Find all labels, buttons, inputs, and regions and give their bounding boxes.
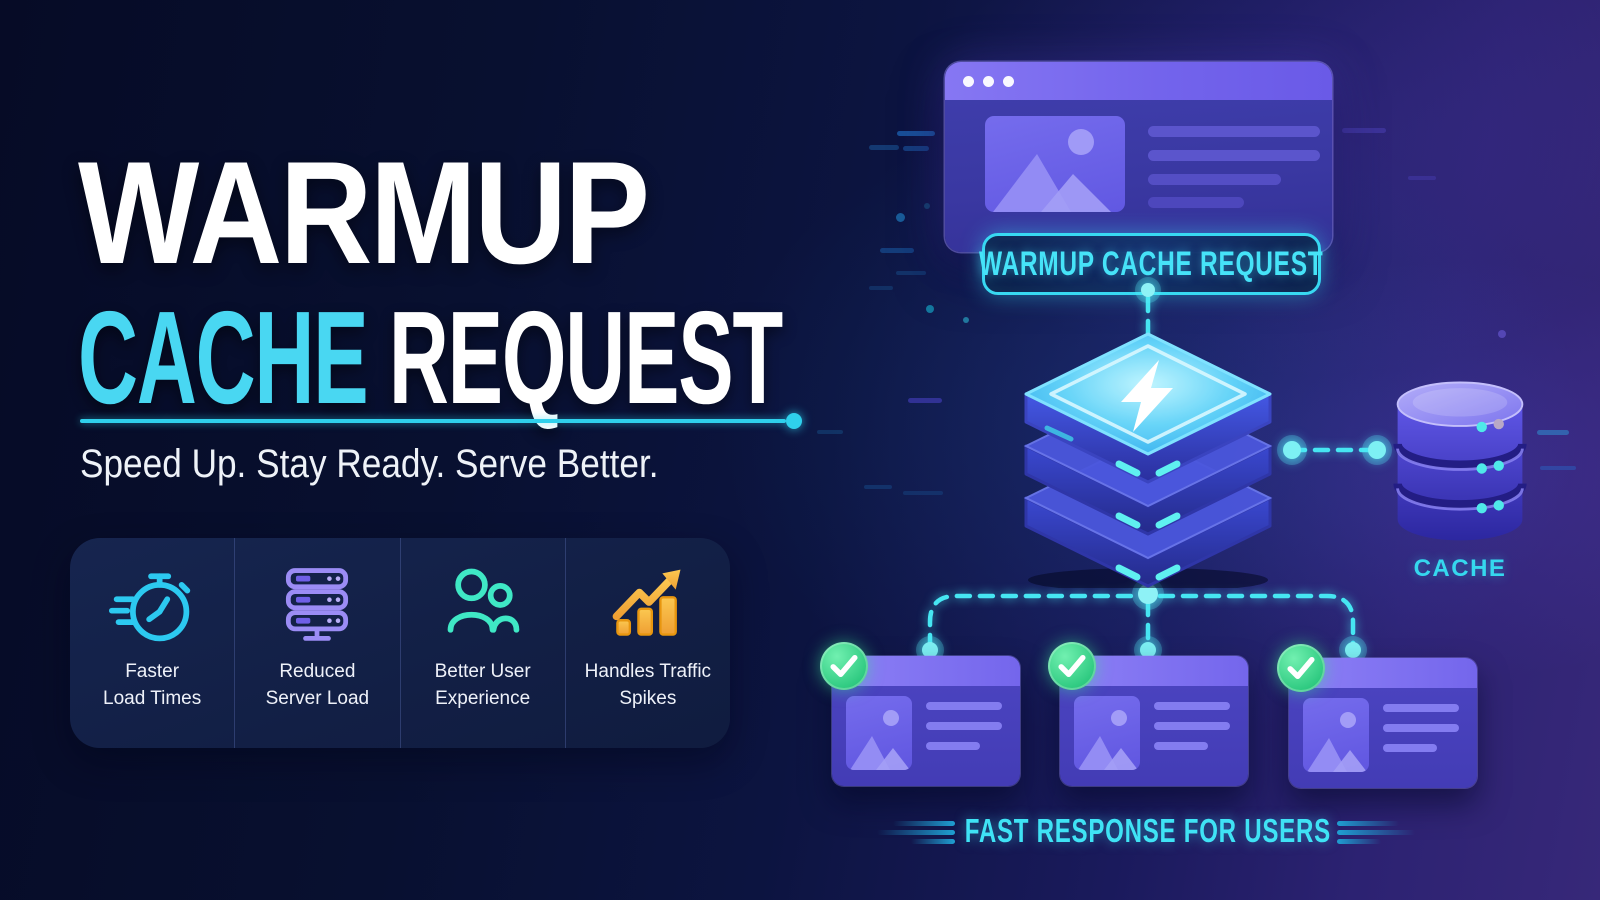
image-placeholder-icon [846, 696, 912, 770]
text-line-placeholder [1154, 722, 1230, 730]
browser-titlebar [945, 62, 1332, 100]
decor-dash [1540, 466, 1576, 470]
cache-database-illustration [1393, 381, 1527, 541]
text-line-placeholder [1383, 744, 1437, 752]
cache-label: CACHE [1413, 555, 1507, 582]
footer-caption: FAST RESPONSE FOR USERS [845, 812, 1451, 850]
traffic-chart-icon [605, 562, 691, 646]
decor-dash [864, 485, 892, 489]
browser-window-mockup [945, 62, 1332, 252]
window-dot-icon [1003, 75, 1014, 87]
text-line-placeholder [926, 702, 1002, 710]
window-dot-icon [963, 75, 974, 87]
check-badge-icon [1277, 644, 1325, 692]
server-stack-illustration [1023, 332, 1273, 588]
text-line-placeholder [926, 722, 1002, 730]
decor-dash [903, 491, 943, 495]
image-placeholder-icon [985, 116, 1125, 212]
footer-caption-text: FAST RESPONSE FOR USERS [964, 812, 1332, 849]
decor-dot [926, 305, 934, 313]
decor-dash [869, 145, 899, 150]
decor-dash [880, 248, 914, 253]
title-accent-word: CACHE [78, 284, 369, 431]
text-line-placeholder [1148, 197, 1244, 208]
text-line-placeholder [1148, 150, 1320, 161]
speed-line [877, 830, 955, 835]
decor-dash [897, 131, 935, 136]
text-line-placeholder [926, 742, 980, 750]
stopwatch-icon [109, 562, 195, 646]
speed-line [1337, 830, 1415, 835]
decor-dash [869, 286, 893, 290]
speed-line [893, 821, 955, 826]
badge-label: WARMUP CACHE REQUEST [979, 244, 1324, 283]
text-line-placeholder [1154, 702, 1230, 710]
result-card [1277, 644, 1477, 788]
accent-divider [80, 419, 786, 423]
decor-dot [1498, 330, 1506, 338]
decor-dash [1342, 128, 1386, 133]
text-line-placeholder [1148, 174, 1281, 185]
lightning-bolt-icon [1121, 360, 1173, 432]
decor-dot [924, 203, 930, 209]
speed-line [1337, 821, 1399, 826]
title-rest-word: REQUEST [388, 284, 783, 431]
image-placeholder-icon [1303, 698, 1369, 772]
result-card [820, 642, 1020, 786]
divider-end-dot [786, 413, 802, 429]
decor-dot [963, 317, 969, 323]
decor-dash [908, 398, 942, 403]
page-title-line1: WARMUP [78, 131, 650, 294]
text-line-placeholder [1383, 724, 1459, 732]
speed-line [911, 839, 955, 844]
decor-dash [1537, 430, 1569, 435]
check-badge-icon [820, 642, 868, 690]
text-line-placeholder [1154, 742, 1208, 750]
speed-line [1337, 839, 1381, 844]
decor-dash [817, 430, 843, 434]
window-dot-icon [983, 75, 994, 87]
text-line-placeholder [1148, 126, 1320, 137]
server-rack-icon [274, 562, 360, 646]
result-card [1048, 642, 1248, 786]
decor-dash [896, 271, 926, 275]
decor-dash [903, 146, 929, 151]
decor-dot [896, 213, 905, 222]
check-badge-icon [1048, 642, 1096, 690]
subtitle: Speed Up. Stay Ready. Serve Better. [80, 442, 659, 486]
image-placeholder-icon [1074, 696, 1140, 770]
users-icon [440, 562, 526, 646]
text-line-placeholder [1383, 704, 1459, 712]
decor-dash [1408, 176, 1436, 180]
